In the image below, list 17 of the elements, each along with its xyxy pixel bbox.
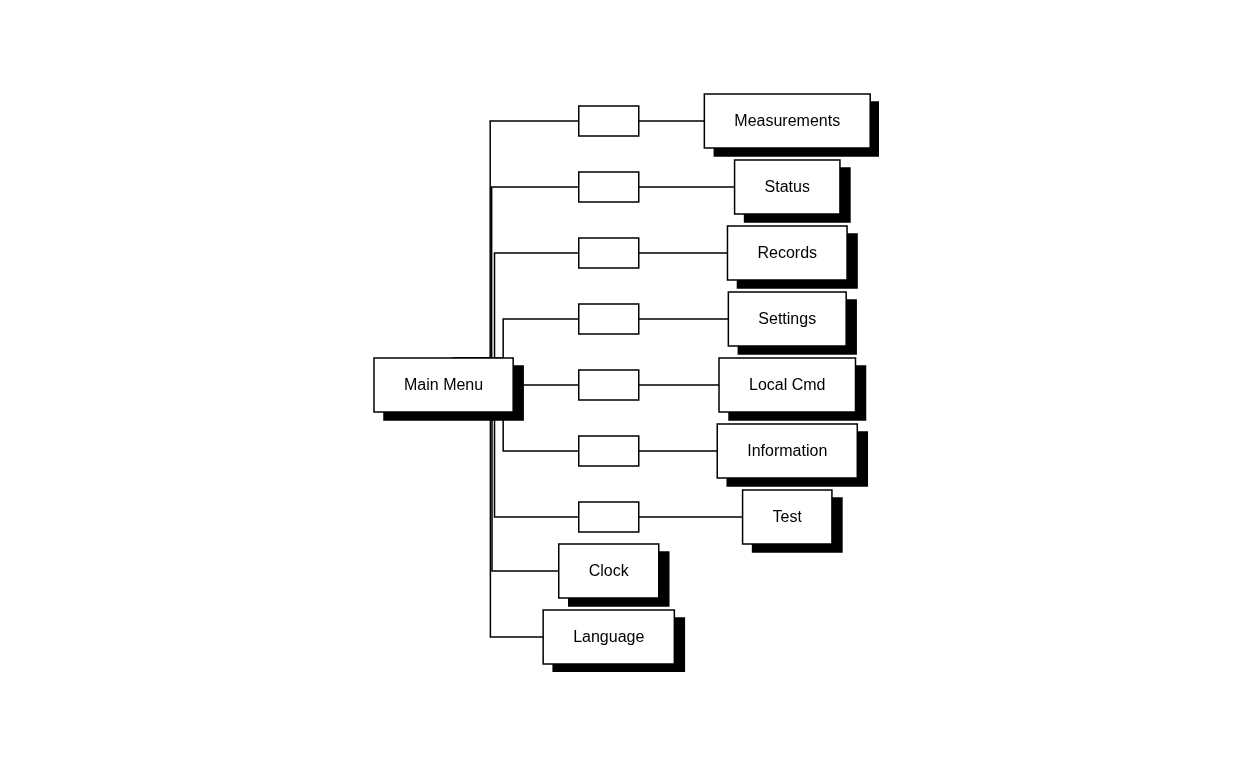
node-box <box>578 435 640 467</box>
node-box: Information <box>716 423 859 479</box>
node-box: Local Cmd <box>718 357 857 413</box>
node-box: Measurements <box>704 93 872 149</box>
node-box: Records <box>727 225 849 281</box>
node-box <box>578 171 640 203</box>
node-box: Settings <box>728 291 848 347</box>
node-box <box>578 303 640 335</box>
node-box: Status <box>734 159 842 215</box>
node-box: Test <box>742 489 834 545</box>
node-box: Clock <box>558 543 660 599</box>
node-box <box>578 237 640 269</box>
node-box <box>578 369 640 401</box>
node-box: Main Menu <box>373 357 515 413</box>
node-box <box>578 105 640 137</box>
node-box <box>578 501 640 533</box>
node-box: Language <box>542 609 676 665</box>
